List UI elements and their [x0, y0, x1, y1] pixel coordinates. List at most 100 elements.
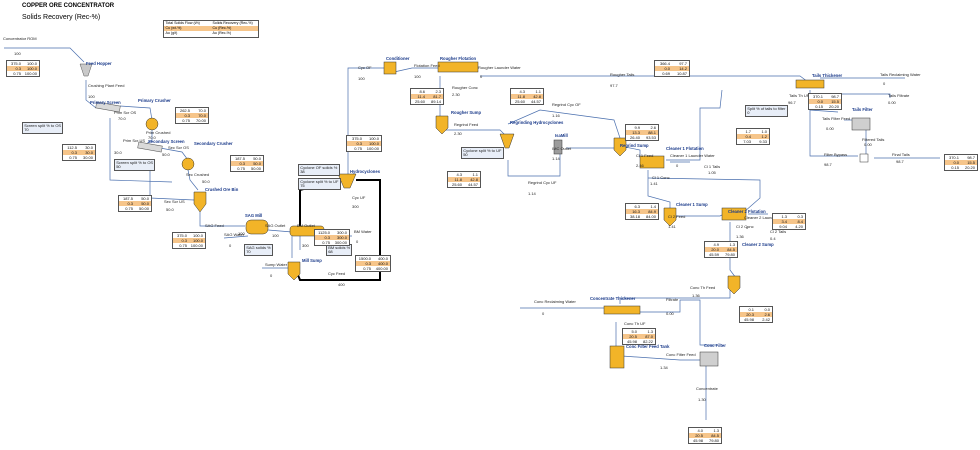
- data-box-cell: 400.0: [377, 256, 388, 261]
- data-box-cell: 4.3: [519, 89, 525, 94]
- data-box-cell: 88.1: [648, 130, 656, 135]
- data-box-cell: 87.0: [645, 334, 653, 339]
- data-box-cell: 25.60: [414, 99, 425, 104]
- data-box-cell: 370.1: [948, 155, 959, 160]
- stream-rom: Concentrator ROM: [3, 36, 37, 41]
- data-box-cell: 0.3: [239, 161, 245, 166]
- stream-bm-outlet: BM Outlet: [297, 223, 315, 228]
- data-box-cell: 44.57: [467, 182, 478, 187]
- stream-cl2-lw: Cleaner 2 Launder Water: [744, 215, 789, 220]
- data-box-cell: 13.3: [632, 130, 640, 135]
- data-box-cell: 4.20: [795, 224, 803, 229]
- data-box-cell: 0.3: [356, 141, 362, 146]
- legend-cell: Cu (wt-%): [165, 26, 182, 31]
- data-box-cell: 1125.0: [318, 230, 330, 235]
- data-box-cell: 9.33: [759, 139, 767, 144]
- data-box-cell: 1.7: [745, 129, 751, 134]
- pipe-rougher-tails: [480, 75, 809, 83]
- label-rougher-flotation: Rougher Flotation: [440, 56, 477, 61]
- data-box-cell: 26.40: [629, 135, 640, 140]
- value-cl2-conc: 1.36: [736, 234, 744, 239]
- value-cl1-lw: 0: [676, 163, 679, 168]
- pipe-regrind-uf: [507, 150, 561, 177]
- legend-cell: Total Solids Flow (t/h): [165, 21, 200, 25]
- value-cyc-feed: 400: [338, 282, 345, 287]
- data-box-cell: 112.5: [67, 145, 77, 150]
- stream-tails-filter-feed: Tails Filter Feed: [822, 116, 851, 121]
- input-sag-solids[interactable]: SAG solids %70: [244, 244, 273, 257]
- pipe-prim-os: [119, 105, 153, 121]
- stream-regrind-uf: Regrind Cyc UF: [528, 180, 557, 185]
- stream-cl1-tails: Cl 1 Tails: [704, 164, 721, 169]
- feed-hopper-shape: [79, 63, 93, 77]
- pipe-sag-feed: [199, 212, 245, 227]
- data-box-cell: 7.03: [743, 139, 751, 144]
- pipe-conc-filtrate: [640, 299, 716, 346]
- data-box-cell: 4.9: [713, 242, 719, 247]
- data-box-cell: 50.0: [141, 196, 149, 201]
- data-box-cell: 50.0: [253, 156, 261, 161]
- stream-cl2-tails: Cl 2 Tails: [770, 229, 787, 234]
- data-box-cell: 89.14: [430, 99, 441, 104]
- stream-final-tails: Final Tails: [892, 152, 910, 157]
- data-box-cell: 70.0: [198, 108, 206, 113]
- label-regrind-cyclones: Regrinding Hydrocyclones: [510, 120, 564, 125]
- data-box-cell: 2.3: [435, 89, 441, 94]
- stream-regrind-of: Regrind Cyc OF: [552, 102, 581, 107]
- pipe-sag-water: [223, 235, 249, 239]
- input-cyclone-of-solids[interactable]: Cyclone OF solids %38: [298, 164, 340, 177]
- conc-thickener-shape: [603, 305, 641, 315]
- data-box-cell: 11.4: [417, 94, 426, 99]
- label-regrind-sump: Regrind Sump: [620, 143, 649, 148]
- data-box-cell: 42.8: [533, 94, 541, 99]
- stream-cl2-conc: Cl 2 Conc: [736, 224, 754, 229]
- stream-flotation-feed: Flotation Feed: [414, 63, 440, 68]
- data-box-cell: 70.00: [195, 118, 206, 123]
- secondary-crusher-shape: [181, 157, 195, 171]
- pipe-cl2-conc: [729, 222, 737, 279]
- data-box-cell: 0.0: [664, 66, 670, 71]
- value-regrind-feed: 2.30: [454, 131, 462, 136]
- crushed-ore-bin-shape: [193, 191, 207, 213]
- data-box-cell: 1.3: [713, 428, 719, 433]
- pipe-sec-os: [159, 147, 189, 161]
- data-box-cell: 0.0: [764, 307, 770, 312]
- data-box-cell: 1.1: [535, 89, 541, 94]
- value-cyc-uf: 300: [352, 204, 359, 209]
- data-box-cell: 0.75: [354, 146, 362, 151]
- data-box-cell: 25.60: [451, 182, 462, 187]
- value-sump-water: 0: [270, 273, 273, 278]
- pipe-filter-bypass: [809, 110, 858, 157]
- data-box-row: 7.03 9.33: [737, 139, 769, 144]
- stream-sag-water: SAG Water: [224, 232, 245, 237]
- data-box-cell: 20.20: [828, 104, 839, 109]
- data-box-cell: 50.00: [138, 206, 149, 211]
- stream-prim-us: Prim Scr US: [123, 138, 145, 143]
- data-box-cell: 187.5: [234, 156, 245, 161]
- vessels: [79, 61, 871, 369]
- pipe-rom: [4, 47, 85, 63]
- stream-filtered-tails: Filtered Tails: [862, 137, 885, 142]
